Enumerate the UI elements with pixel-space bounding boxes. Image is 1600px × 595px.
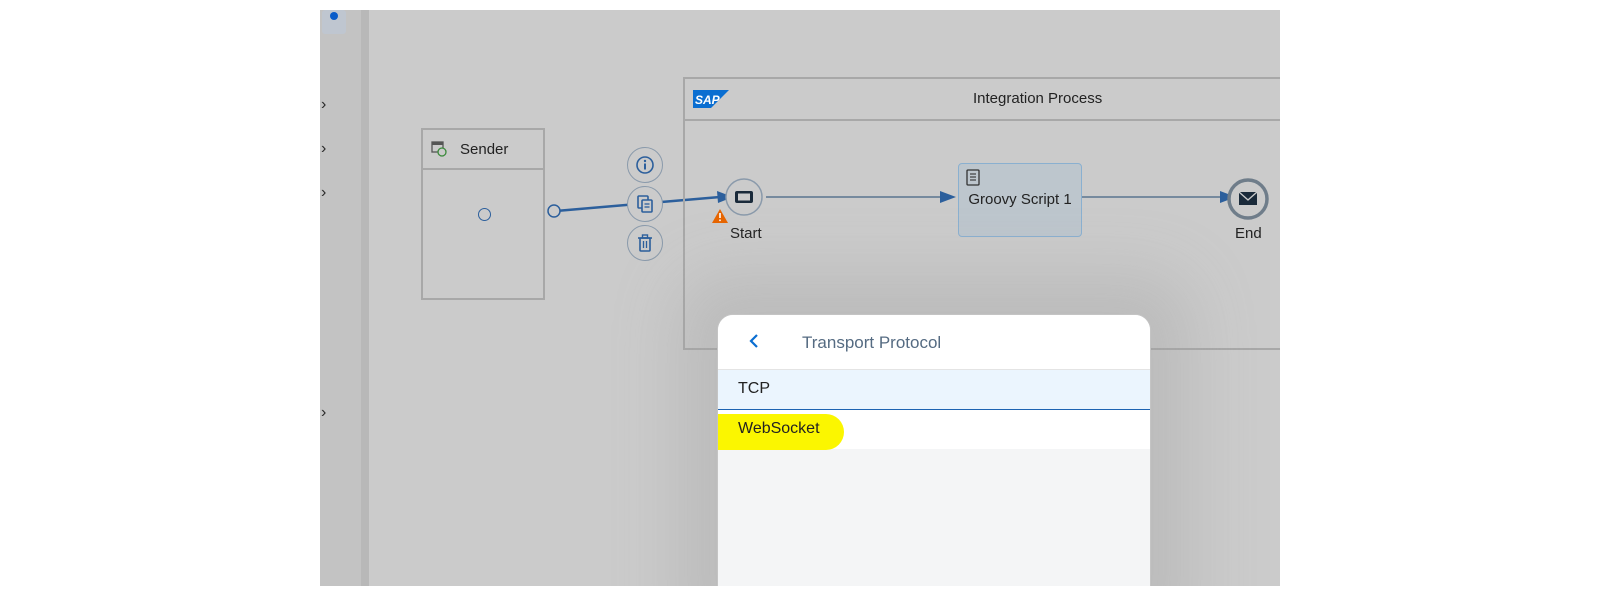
left-palette-rail: › › › › [320, 10, 361, 586]
transport-protocol-popover: Transport Protocol TCP WebSocket [717, 314, 1151, 586]
option-tcp[interactable]: TCP [718, 370, 1150, 410]
info-button[interactable] [627, 147, 663, 183]
chevron-right-icon[interactable]: › [321, 184, 327, 201]
info-icon [636, 156, 654, 174]
svg-text:SAP: SAP [695, 93, 721, 107]
sender-participant[interactable]: Sender [421, 128, 545, 300]
script-icon [966, 169, 980, 186]
sap-logo-icon: SAP [693, 90, 729, 108]
warning-icon [712, 209, 728, 223]
integration-flow-editor: › › › › Sender SAP Integr [320, 10, 1280, 586]
chevron-right-icon[interactable]: › [321, 96, 327, 113]
sender-port-icon[interactable] [478, 208, 491, 221]
start-label: Start [730, 225, 762, 242]
groovy-script-label: Groovy Script 1 [968, 191, 1072, 208]
delete-icon [638, 234, 652, 252]
highlight-marker [718, 414, 844, 450]
participant-icon [431, 141, 447, 157]
option-label: TCP [738, 380, 770, 397]
end-event-node[interactable] [1226, 177, 1270, 221]
sender-label: Sender [460, 140, 509, 158]
connection-anchor [547, 204, 561, 218]
delete-button[interactable] [627, 225, 663, 261]
chevron-right-icon[interactable]: › [321, 404, 327, 421]
end-label: End [1235, 225, 1262, 242]
start-event-node[interactable] [724, 177, 764, 217]
chevron-right-icon[interactable]: › [321, 140, 327, 157]
option-label: WebSocket [738, 420, 820, 437]
copy-button[interactable] [627, 186, 663, 222]
arrowhead-icon [717, 191, 733, 203]
popover-title: Transport Protocol [802, 333, 942, 352]
palette-selected-item[interactable] [322, 10, 346, 34]
integration-process-title: Integration Process [973, 90, 1103, 107]
panel-divider[interactable] [361, 10, 369, 586]
option-websocket[interactable]: WebSocket [718, 410, 1150, 450]
back-chevron-icon[interactable] [744, 331, 764, 351]
selected-dot-icon [330, 12, 338, 20]
copy-icon [637, 195, 653, 213]
groovy-script-step[interactable]: Groovy Script 1 [958, 163, 1082, 237]
arrowhead-icon [940, 191, 956, 203]
